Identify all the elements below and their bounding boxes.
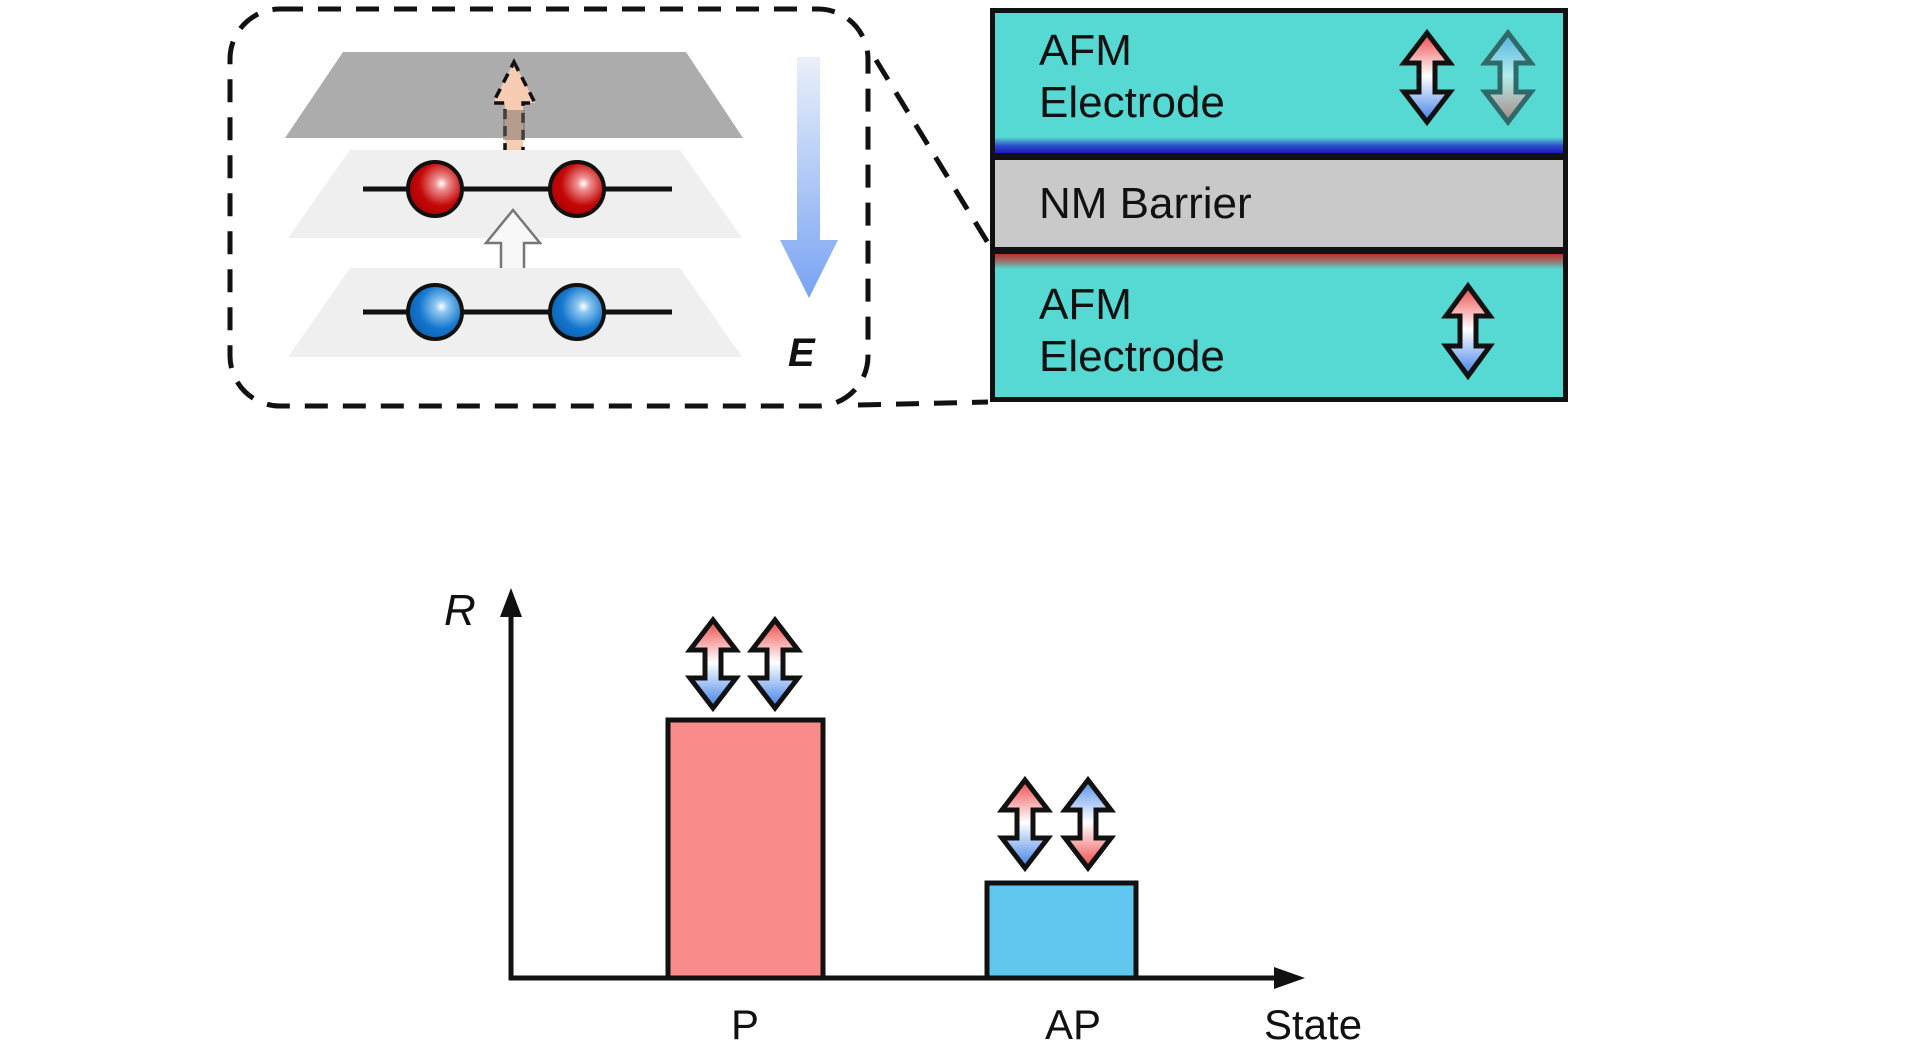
bar-p	[665, 717, 826, 981]
x-axis-arrowhead	[1274, 967, 1305, 989]
divider-line-top	[995, 153, 1563, 160]
spin-arrow-red-up-blue-down	[746, 615, 804, 713]
nm-barrier-layer: NM Barrier	[995, 160, 1563, 247]
y-axis-label: R	[444, 586, 476, 635]
y-axis-arrowhead	[500, 588, 522, 617]
top-electrode-label-line2: Electrode	[1039, 78, 1225, 127]
zoom-connector-top	[873, 58, 991, 245]
efield-label: E	[788, 331, 815, 375]
red-atom-sphere	[406, 160, 464, 218]
inset-red-spin-plane	[288, 150, 742, 238]
red-atom-sphere	[548, 160, 606, 218]
bottom-interface-red-strip	[995, 254, 1563, 269]
zoom-connector-bottom	[857, 399, 989, 408]
spin-arrow-red-up-blue-down	[684, 615, 742, 713]
spin-arrow-red-up-blue-down	[1441, 281, 1495, 381]
divider-line-bottom	[995, 247, 1563, 254]
figure-canvas: { "inset": { "field_label": "E" }, "stac…	[227, 6, 1568, 1048]
figure-art	[227, 6, 1537, 989]
top-electrode-label: AFM Electrode	[1039, 25, 1225, 129]
blue-atom-sphere	[548, 283, 606, 341]
top-electrode-label-line1: AFM	[1039, 26, 1132, 75]
spin-arrow-blue-up-red-down	[1059, 775, 1117, 873]
bar-ap-label: AP	[1044, 1001, 1102, 1048]
afm-tunnel-junction-stack: AFM Electrode NM Barrier AFM Electrode	[990, 8, 1568, 402]
bottom-electrode-label-line1: AFM	[1039, 280, 1132, 329]
top-interface-blue-strip	[995, 137, 1563, 153]
nm-barrier-label: NM Barrier	[1039, 178, 1252, 228]
bar-ap	[984, 880, 1139, 981]
x-axis-label: State	[1264, 1001, 1363, 1048]
spin-arrow-blue-up-red-down-faded	[1479, 28, 1537, 127]
spin-arrow-red-up-blue-down	[1398, 28, 1456, 127]
inset-dashed-frame	[227, 6, 871, 409]
efield-down-arrow-icon	[780, 57, 838, 298]
spin-arrow-red-up-blue-down	[996, 775, 1054, 873]
bottom-electrode-label: AFM Electrode	[1039, 279, 1225, 383]
dashed-arrow-occlusion	[503, 110, 525, 140]
bottom-electrode-label-line2: Electrode	[1039, 332, 1225, 381]
bar-p-label: P	[730, 1001, 760, 1048]
blue-atom-sphere	[406, 283, 464, 341]
